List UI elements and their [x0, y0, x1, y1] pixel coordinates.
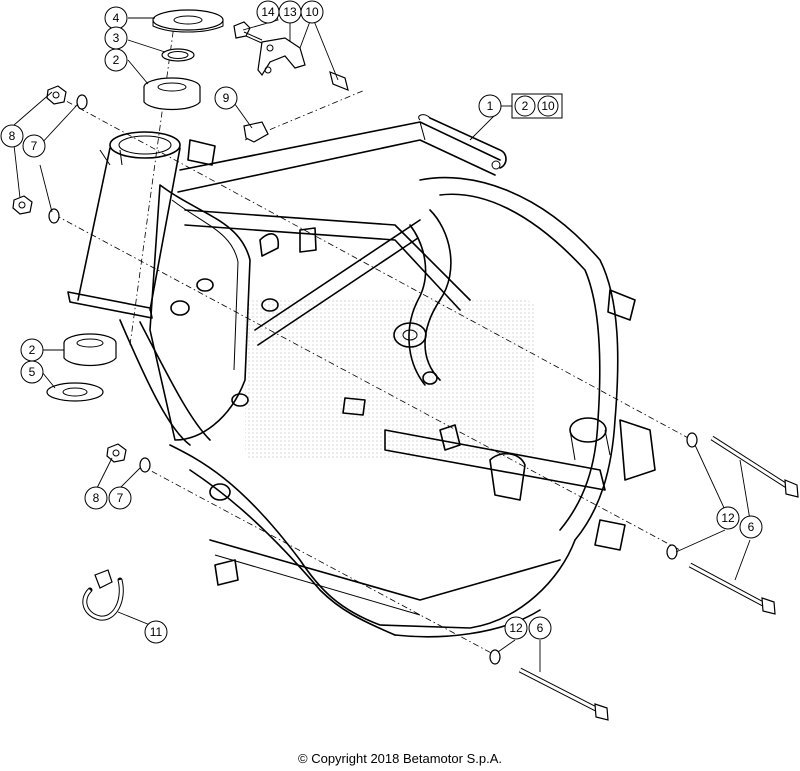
svg-text:6: 6	[748, 520, 755, 534]
assembly-center-lines	[54, 17, 693, 656]
callout-12-bottom: 12	[504, 616, 528, 640]
washer-part-7-lower	[139, 457, 151, 473]
svg-text:9: 9	[223, 91, 230, 105]
spacer-part-10	[329, 71, 349, 91]
clip-part-9	[243, 121, 269, 143]
callout-1-kit-box: 2 10	[511, 93, 563, 119]
cable-tie-part-11	[82, 569, 124, 621]
motorcycle-frame	[67, 114, 656, 638]
lower-bearing-part-2	[63, 333, 117, 367]
callout-5: 5	[20, 360, 44, 384]
svg-text:2: 2	[522, 99, 529, 113]
nut-part-8-mid	[12, 195, 33, 215]
bolt-part-14	[233, 21, 265, 45]
hardware-parts	[12, 9, 799, 721]
callout-2-upper: 2	[104, 48, 128, 72]
callout-2-lower: 2	[20, 338, 44, 362]
callout-6-right: 6	[739, 515, 763, 539]
svg-text:5: 5	[29, 365, 36, 379]
svg-text:2: 2	[29, 343, 36, 357]
long-bolt-part-6-upper	[710, 435, 799, 498]
long-bolt-part-6-middle	[688, 562, 776, 615]
svg-text:10: 10	[541, 99, 555, 113]
watermark-logo	[245, 300, 535, 460]
svg-text:6: 6	[537, 621, 544, 635]
svg-text:2: 2	[113, 53, 120, 67]
washer-part-12-lower	[489, 649, 501, 665]
svg-text:4: 4	[113, 11, 120, 25]
svg-text:7: 7	[31, 139, 38, 153]
upper-bearing-part-2	[143, 77, 201, 111]
callout-4: 4	[104, 6, 128, 30]
nut-part-8-upper	[46, 85, 67, 105]
svg-text:11: 11	[150, 625, 163, 639]
callout-3: 3	[104, 26, 128, 50]
washer-part-7-upper	[76, 94, 88, 110]
lower-seal-part-5	[46, 382, 104, 402]
nut-part-8-lower	[106, 443, 127, 463]
callout-9: 9	[214, 86, 238, 110]
washer-part-7-mid	[48, 208, 60, 224]
washer-part-12-upper	[686, 432, 698, 448]
callout-10: 10	[300, 0, 324, 24]
svg-text:12: 12	[509, 621, 523, 635]
svg-text:14: 14	[261, 5, 275, 19]
callout-8-lower: 8	[84, 486, 108, 510]
callout-6-bottom: 6	[528, 616, 552, 640]
svg-text:8: 8	[9, 129, 16, 143]
svg-text:3: 3	[113, 31, 120, 45]
svg-text:1: 1	[487, 99, 494, 113]
callout-12-right: 12	[716, 506, 740, 530]
svg-text:10: 10	[305, 5, 319, 19]
copyright-text: © Copyright 2018 Betamotor S.p.A.	[298, 751, 502, 766]
svg-text:8: 8	[93, 491, 100, 505]
svg-text:7: 7	[117, 491, 124, 505]
bracket-part-13	[257, 37, 306, 77]
callout-8-upper: 8	[0, 124, 24, 148]
seal-ring-part-3	[161, 48, 195, 62]
callout-7-upper: 7	[22, 134, 46, 158]
callout-11: 11	[144, 620, 168, 644]
callout-1: 1	[478, 94, 502, 118]
svg-text:13: 13	[283, 5, 297, 19]
dust-cover-part-4	[152, 9, 224, 33]
callout-bubbles: 4 3 2 9 14 13 10 1 2 10 8 7 2 5 8 7 12 6…	[0, 0, 763, 644]
callout-7-lower: 7	[108, 486, 132, 510]
washer-part-12-middle	[666, 544, 678, 560]
steering-head-tube	[67, 131, 181, 319]
callout-14: 14	[256, 0, 280, 24]
long-bolt-part-6-lower	[518, 667, 609, 721]
svg-text:12: 12	[721, 511, 735, 525]
callout-13: 13	[278, 0, 302, 24]
